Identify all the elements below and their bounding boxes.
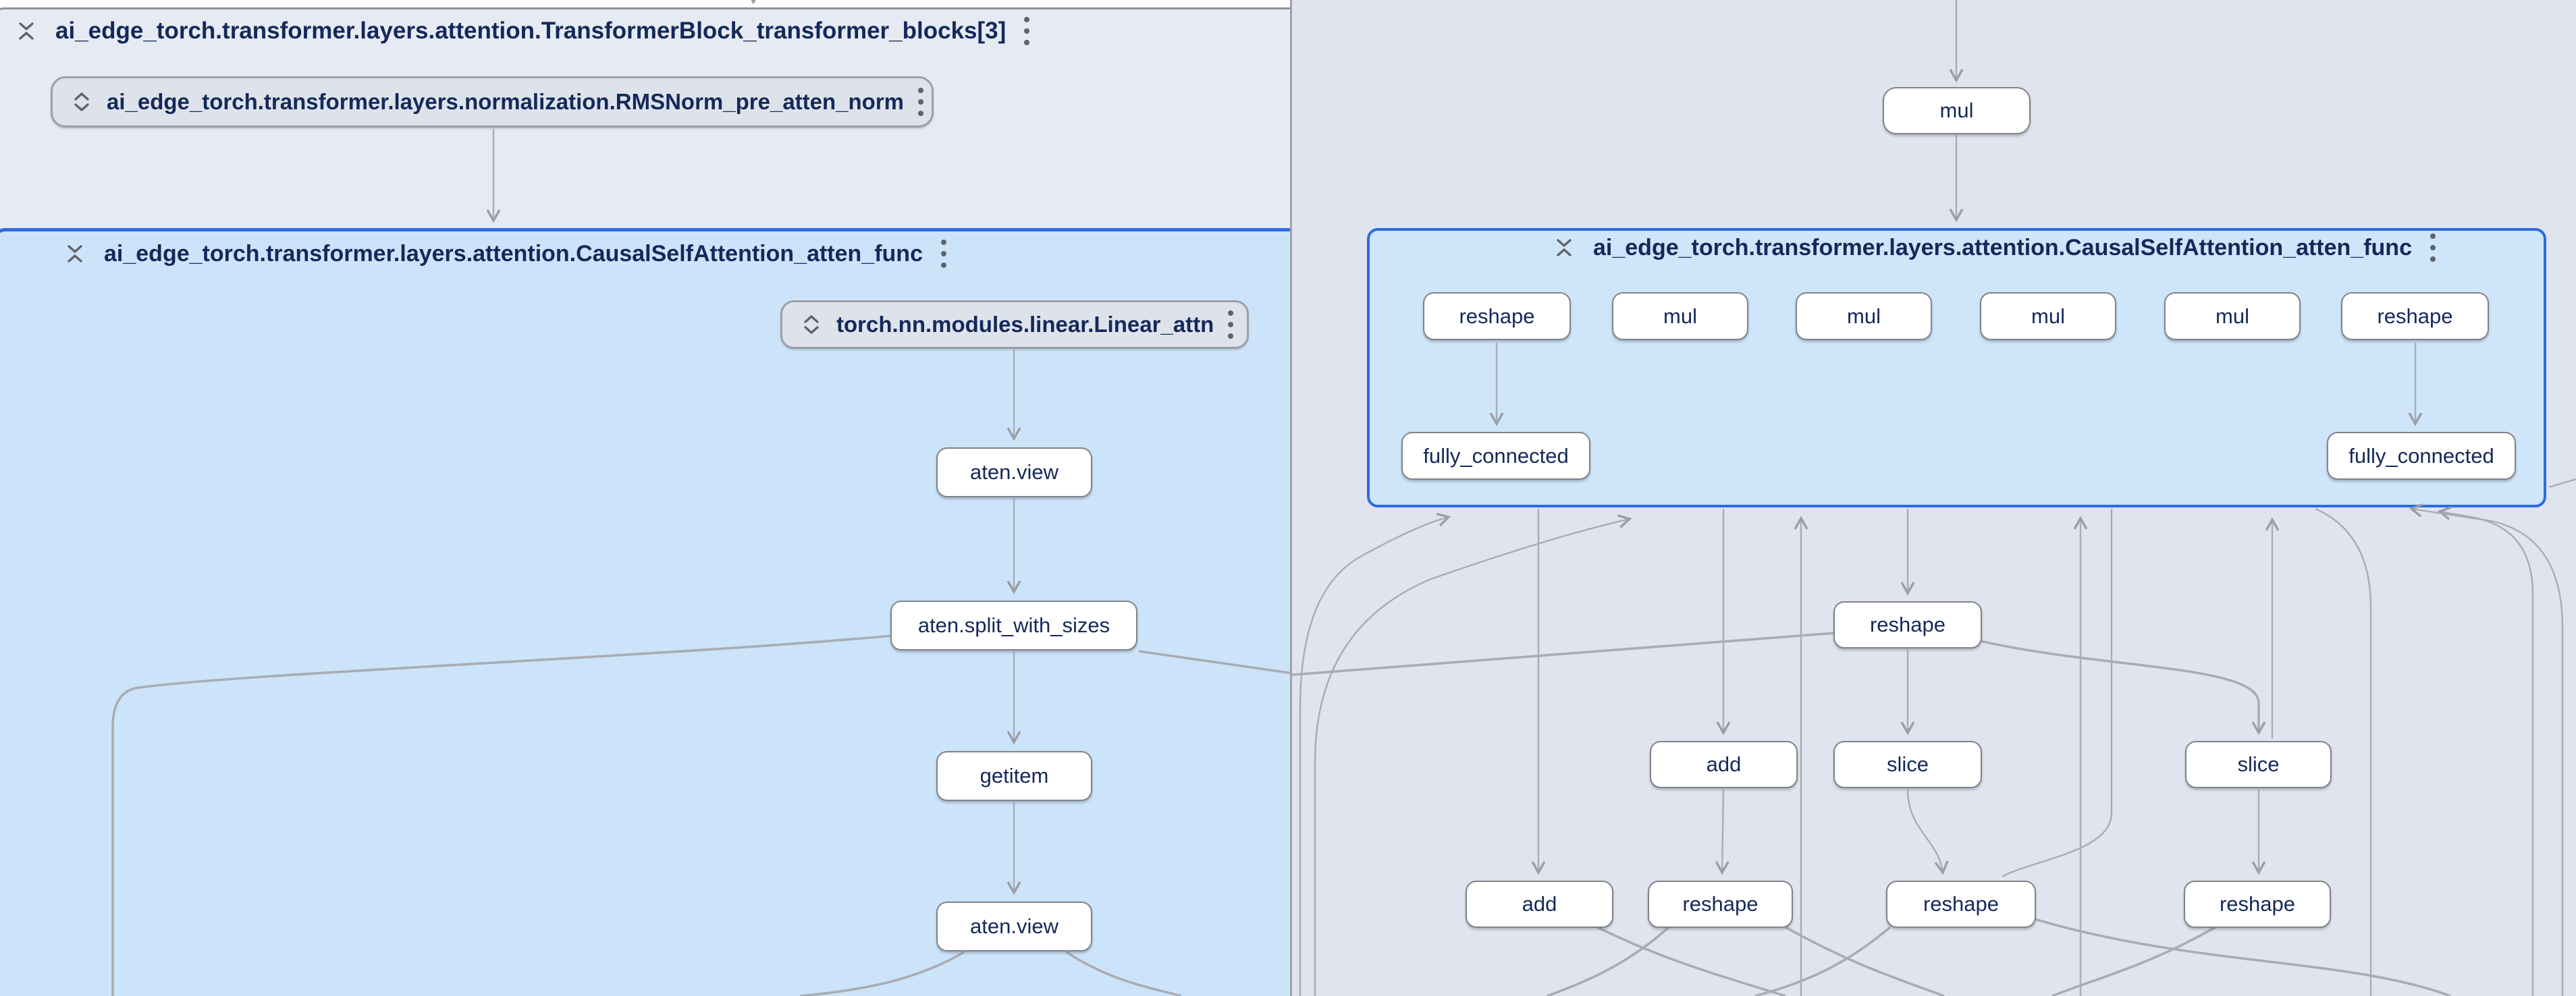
op-node-mul[interactable]: mul [1980,292,2116,340]
kebab-menu-icon[interactable] [940,238,947,270]
node-label: slice [2237,752,2279,777]
edge-path [2035,919,2450,996]
pane-divider[interactable] [1290,0,1292,996]
right-edges-layer [1292,0,2576,996]
edge-path [1786,927,1944,996]
edge-path [2002,509,2112,877]
op-node-mul[interactable]: mul [1612,292,1748,340]
op-node-reshape[interactable]: reshape [1648,881,1793,928]
op-node-reshape[interactable]: reshape [2184,881,2331,928]
node-label: aten.split_with_sizes [918,613,1110,638]
left-edges-layer [0,0,1290,996]
kebab-menu-icon[interactable] [1023,15,1030,47]
op-node-mul[interactable]: mul [2164,292,2301,340]
edge-path [1139,651,1290,673]
node-label: mul [2216,304,2249,329]
op-node-slice[interactable]: slice [1833,741,1982,788]
edge-path [1597,927,1786,996]
edge-path [1981,641,2259,733]
left-graph-pane: ai_edge_torch.transformer.layers.attenti… [0,0,1290,996]
unfold-less-icon[interactable] [63,240,86,267]
edge-path [1067,952,1181,996]
node-label: reshape [1459,304,1534,329]
op-node-aten-split-with-sizes[interactable]: aten.split_with_sizes [890,601,1137,651]
op-node-add[interactable]: add [1650,741,1798,788]
linear-attn-collapsed-box[interactable]: torch.nn.modules.linear.Linear_attn [780,300,1249,349]
op-node-reshape[interactable]: reshape [1423,292,1571,340]
rms-norm-collapsed-box[interactable]: ai_edge_torch.transformer.layers.normali… [51,76,934,128]
op-node-reshape-mid[interactable]: reshape [1833,601,1982,648]
op-node-mul[interactable]: mul [1796,292,1932,340]
unfold-more-icon[interactable] [800,311,823,338]
transformer-block-title: ai_edge_torch.transformer.layers.attenti… [55,18,1006,45]
left-graph-canvas: ai_edge_torch.transformer.layers.attenti… [0,0,1290,996]
op-node-fully-connected[interactable]: fully_connected [1401,432,1590,480]
causal-self-attention-title-left: ai_edge_torch.transformer.layers.attenti… [104,241,923,267]
causal-self-attention-header-left[interactable]: ai_edge_torch.transformer.layers.attenti… [63,238,947,270]
node-label: mul [2031,304,2065,329]
edge-path [2411,509,2562,996]
node-label: reshape [1682,892,1758,916]
causal-self-attention-title-right: ai_edge_torch.transformer.layers.attenti… [1593,235,2412,261]
node-label: reshape [2377,304,2452,329]
edge-path [1292,633,1835,675]
node-label: reshape [1870,613,1946,637]
op-node-aten-view-2[interactable]: aten.view [936,902,1092,951]
edge-path [1722,790,1723,873]
transformer-block-header[interactable]: ai_edge_torch.transformer.layers.attenti… [15,15,1030,47]
op-node-reshape[interactable]: reshape [2341,292,2489,340]
node-label: aten.view [970,914,1058,939]
node-label: mul [1940,99,1974,123]
rms-norm-label: ai_edge_torch.transformer.layers.normali… [107,89,904,115]
kebab-menu-icon[interactable] [2430,231,2436,264]
node-label: add [1522,892,1557,916]
kebab-menu-icon[interactable] [917,86,924,118]
node-label: add [1707,752,1742,777]
edge-path [1908,790,1943,873]
right-graph-canvas: mul ai_edge_torch.transformer.layers.att… [1292,0,2576,996]
node-label: mul [1847,304,1881,329]
node-label: mul [1663,304,1697,329]
edge-path [1547,927,1669,996]
edge-path [113,636,892,996]
linear-attn-label: torch.nn.modules.linear.Linear_attn [836,312,1214,337]
op-node-slice[interactable]: slice [2185,741,2332,788]
edge-path [2052,927,2216,996]
edge-path [2549,479,2576,487]
node-label: reshape [1923,892,1999,916]
edge-path [1300,517,1449,996]
op-node-mul-top[interactable]: mul [1883,87,2031,134]
unfold-more-icon[interactable] [70,88,93,115]
edge-path [800,952,964,996]
unfold-less-icon[interactable] [1553,234,1576,261]
node-label: fully_connected [2349,444,2494,468]
op-node-aten-view-1[interactable]: aten.view [936,447,1092,497]
unfold-less-icon[interactable] [15,18,38,45]
causal-self-attention-header-right[interactable]: ai_edge_torch.transformer.layers.attenti… [1553,231,2436,264]
edge-path [2440,511,2533,996]
op-node-add[interactable]: add [1466,881,1613,928]
op-node-reshape[interactable]: reshape [1886,881,2036,928]
node-label: reshape [2220,892,2295,916]
node-label: fully_connected [1423,444,1568,468]
right-graph-pane: mul ai_edge_torch.transformer.layers.att… [1292,0,2576,996]
kebab-menu-icon[interactable] [1227,308,1234,341]
op-node-getitem[interactable]: getitem [936,751,1092,801]
node-label: aten.view [970,460,1058,485]
node-label: slice [1887,752,1929,777]
op-node-fully-connected[interactable]: fully_connected [2327,432,2516,480]
edge-path [1755,927,1890,996]
node-label: getitem [980,764,1049,788]
